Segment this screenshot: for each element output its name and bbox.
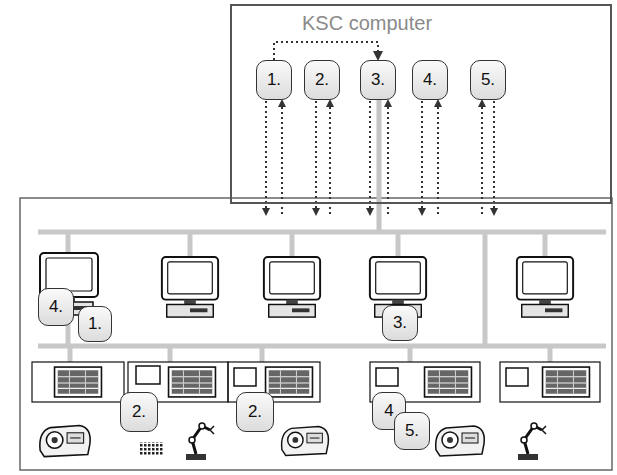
callout-box: 3. (382, 305, 418, 341)
callout-number: 4. (49, 297, 63, 317)
data-links (266, 101, 494, 214)
callout-number: 2. (132, 402, 146, 422)
callout-box: 2. (236, 392, 274, 432)
plant-frame (20, 198, 612, 470)
callout-box: 4. (412, 60, 448, 100)
trunk-line (377, 100, 382, 232)
machines (32, 362, 600, 460)
dotted-arrow (274, 42, 378, 60)
callout-number: 1. (88, 314, 102, 334)
callout-box: 4. (38, 288, 74, 326)
callout-number: 3. (371, 70, 385, 90)
callout-number: 4 (384, 401, 393, 421)
callout-box: 3. (360, 60, 396, 100)
callout-number: 2. (248, 402, 262, 422)
callout-number: 5. (405, 421, 419, 441)
callout-number: 3. (393, 313, 407, 333)
callout-box: 5. (394, 412, 430, 450)
callout-number: 2. (315, 70, 329, 90)
callout-number: 1. (267, 70, 281, 90)
callout-box: 2. (304, 60, 340, 100)
callout-box: 1. (256, 60, 292, 100)
computer-frame: KSC computer 1. 2. 3. 4. 5. (230, 4, 612, 204)
callout-box: 5. (470, 60, 506, 100)
callout-number: 5. (481, 70, 495, 90)
frame-title: KSC computer (302, 12, 432, 35)
callout-number: 4. (423, 70, 437, 90)
workstations (40, 253, 573, 317)
callout-box: 1. (78, 306, 112, 342)
network-bus (38, 232, 606, 362)
callout-box: 2. (120, 392, 158, 432)
